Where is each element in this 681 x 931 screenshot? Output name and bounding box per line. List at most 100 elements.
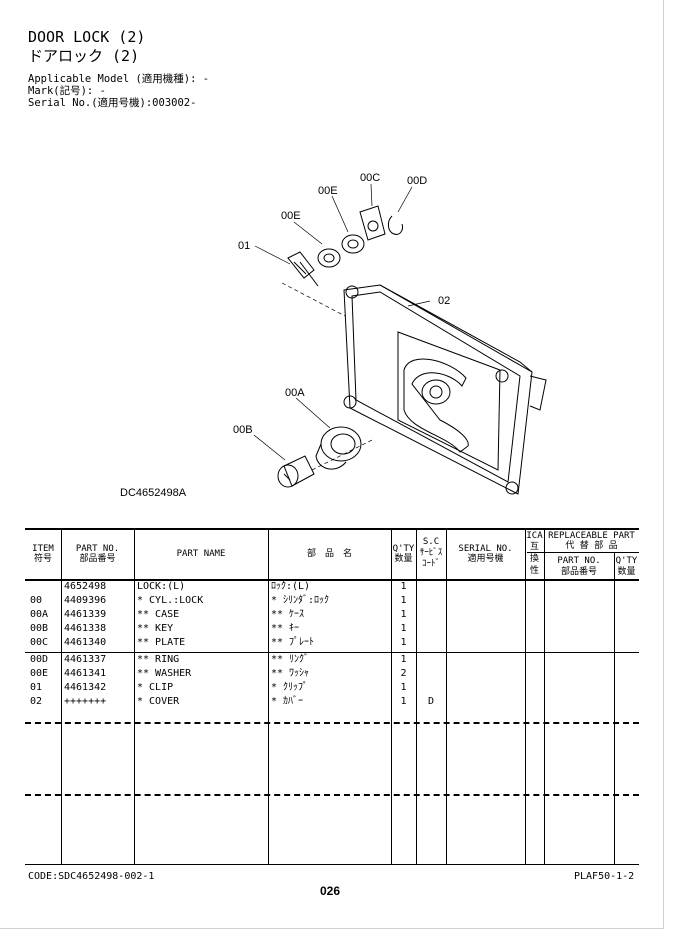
svg-text:00B: 00B bbox=[233, 424, 253, 436]
header-serial: SERIAL NO. bbox=[458, 544, 513, 554]
cell-name: ** CASE bbox=[137, 609, 180, 620]
cell-name: * CYL.:LOCK bbox=[137, 595, 204, 606]
header-part-no: PART NO. bbox=[75, 544, 120, 554]
diagram-code: DC4652498A bbox=[120, 487, 187, 499]
cell-name: ** KEY bbox=[137, 623, 174, 634]
cell-item: 00B bbox=[30, 623, 49, 634]
header-part-no-jp: 部品番号 bbox=[79, 554, 116, 564]
cell-qty: 1 bbox=[400, 682, 407, 693]
cell-part-no: 4461341 bbox=[64, 668, 107, 679]
cell-qty: 1 bbox=[400, 595, 407, 606]
header-part-name: PART NAME bbox=[176, 549, 226, 559]
header-bottom-border bbox=[25, 579, 639, 581]
header-part-name-jp: 部 品 名 bbox=[306, 549, 352, 559]
col-divider bbox=[61, 528, 62, 864]
cell-part-no: 4461339 bbox=[64, 609, 107, 620]
header-item: ITEM bbox=[32, 544, 54, 554]
header-item-jp: 符号 bbox=[33, 554, 52, 564]
col-divider bbox=[614, 552, 615, 864]
page-title: DOOR LOCK (2) bbox=[28, 28, 146, 46]
cell-qty: 1 bbox=[400, 623, 407, 634]
cell-part-no: 4461342 bbox=[64, 682, 107, 693]
svg-text:00D: 00D bbox=[407, 175, 427, 187]
header-qty-jp: 数量 bbox=[394, 554, 413, 564]
cell-item: 00E bbox=[30, 668, 49, 679]
svg-text:00C: 00C bbox=[360, 172, 380, 184]
cell-name: LOCK:(L) bbox=[137, 581, 186, 592]
cell-qty: 1 bbox=[400, 609, 407, 620]
cell-name-jp: * ｸﾘｯﾌﾟ bbox=[271, 682, 309, 693]
col-divider bbox=[268, 528, 269, 864]
dashed-divider-1 bbox=[25, 722, 639, 724]
svg-text:00A: 00A bbox=[285, 387, 305, 399]
header-qty: Q'TY bbox=[392, 544, 415, 554]
header-ica-jp1: 互 bbox=[529, 542, 539, 552]
cell-part-no: 4461338 bbox=[64, 623, 107, 634]
cell-name-jp: ** ﾜｯｼｬ bbox=[271, 668, 310, 679]
cell-name: ** PLATE bbox=[137, 637, 186, 648]
group-divider bbox=[25, 652, 639, 653]
page-border bbox=[0, 0, 664, 929]
replaceable-sub-border bbox=[527, 552, 639, 553]
footer-ref: PLAF50-1-2 bbox=[574, 871, 635, 882]
cell-name-jp: ** ｹｰｽ bbox=[271, 609, 305, 620]
cell-name-jp: * ｶﾊﾞｰ bbox=[271, 696, 304, 707]
col-divider bbox=[391, 528, 392, 864]
svg-text:01: 01 bbox=[238, 240, 250, 252]
header-sc: S.C bbox=[422, 537, 440, 547]
parts-table: ITEM 符号 PART NO. 部品番号 PART NAME 部 品 名 Q'… bbox=[25, 528, 639, 865]
cell-part-no: 4652498 bbox=[64, 581, 107, 592]
header-replaceable: REPLACEABLE PART bbox=[548, 531, 635, 541]
cell-name-jp: ** ｷｰ bbox=[271, 623, 300, 634]
cell-qty: 2 bbox=[400, 668, 407, 679]
table-bottom-border bbox=[25, 864, 639, 865]
mark: Mark(記号): - bbox=[28, 85, 106, 97]
cell-name-jp: * ｼﾘﾝﾀﾞ:ﾛｯｸ bbox=[271, 595, 330, 606]
cell-name-jp: ** ﾌﾟﾚｰﾄ bbox=[271, 637, 315, 648]
cell-item: 02 bbox=[30, 696, 43, 707]
cell-sc: D bbox=[427, 696, 435, 707]
cell-qty: 1 bbox=[400, 581, 407, 592]
serial-range: Serial No.(適用号機):003002- bbox=[28, 97, 197, 109]
cell-item: 00A bbox=[30, 609, 49, 620]
header-sc-jp2: ｺｰﾄﾞ bbox=[421, 559, 440, 569]
page-number: 026 bbox=[320, 884, 341, 898]
cell-qty: 1 bbox=[400, 654, 407, 665]
cell-part-no: 4461337 bbox=[64, 654, 107, 665]
cell-part-no: 4461340 bbox=[64, 637, 107, 648]
col-divider bbox=[544, 528, 545, 864]
header-serial-jp: 適用号機 bbox=[467, 554, 504, 564]
table-top-border bbox=[25, 528, 639, 530]
header-ica-jp2: 換 bbox=[529, 554, 539, 564]
col-divider bbox=[416, 528, 417, 864]
dashed-divider-2 bbox=[25, 794, 639, 796]
cell-qty: 1 bbox=[400, 637, 407, 648]
header-rep-qty: Q'TY bbox=[615, 556, 638, 566]
cell-name-jp: ﾛｯｸ:(L) bbox=[271, 581, 311, 592]
cell-name: * CLIP bbox=[137, 682, 174, 693]
cell-item: 01 bbox=[30, 682, 43, 693]
col-divider bbox=[134, 528, 135, 864]
page-title-jp: ドアロック (2) bbox=[28, 47, 140, 65]
cell-qty: 1 bbox=[400, 696, 407, 707]
cell-name: ** RING bbox=[137, 654, 180, 665]
cell-name-jp: ** ﾘﾝｸﾞ bbox=[271, 654, 310, 665]
cell-item: 00D bbox=[30, 654, 49, 665]
cell-name: * COVER bbox=[137, 696, 180, 707]
header-rep-part-no: PART NO. bbox=[557, 556, 601, 566]
cell-part-no: 4409396 bbox=[64, 595, 107, 606]
header-rep-part-no-jp: 部品番号 bbox=[560, 567, 597, 577]
svg-text:00E: 00E bbox=[318, 185, 338, 197]
cell-name: ** WASHER bbox=[137, 668, 192, 679]
header-ica-jp3: 性 bbox=[529, 566, 539, 576]
cell-item: 00 bbox=[30, 595, 43, 606]
applicable-model: Applicable Model (適用機種): - bbox=[28, 73, 210, 85]
col-divider bbox=[446, 528, 447, 864]
svg-text:02: 02 bbox=[438, 295, 450, 307]
header-sc-jp1: ｻｰﾋﾞｽ bbox=[419, 548, 443, 558]
cell-part-no: +++++++ bbox=[64, 696, 107, 707]
cell-item: 00C bbox=[30, 637, 49, 648]
header-ica: ICA bbox=[526, 531, 543, 541]
parts-diagram: 00C 00D 00E 00E 01 02 00A 00B bbox=[233, 172, 547, 495]
col-divider bbox=[525, 528, 526, 864]
